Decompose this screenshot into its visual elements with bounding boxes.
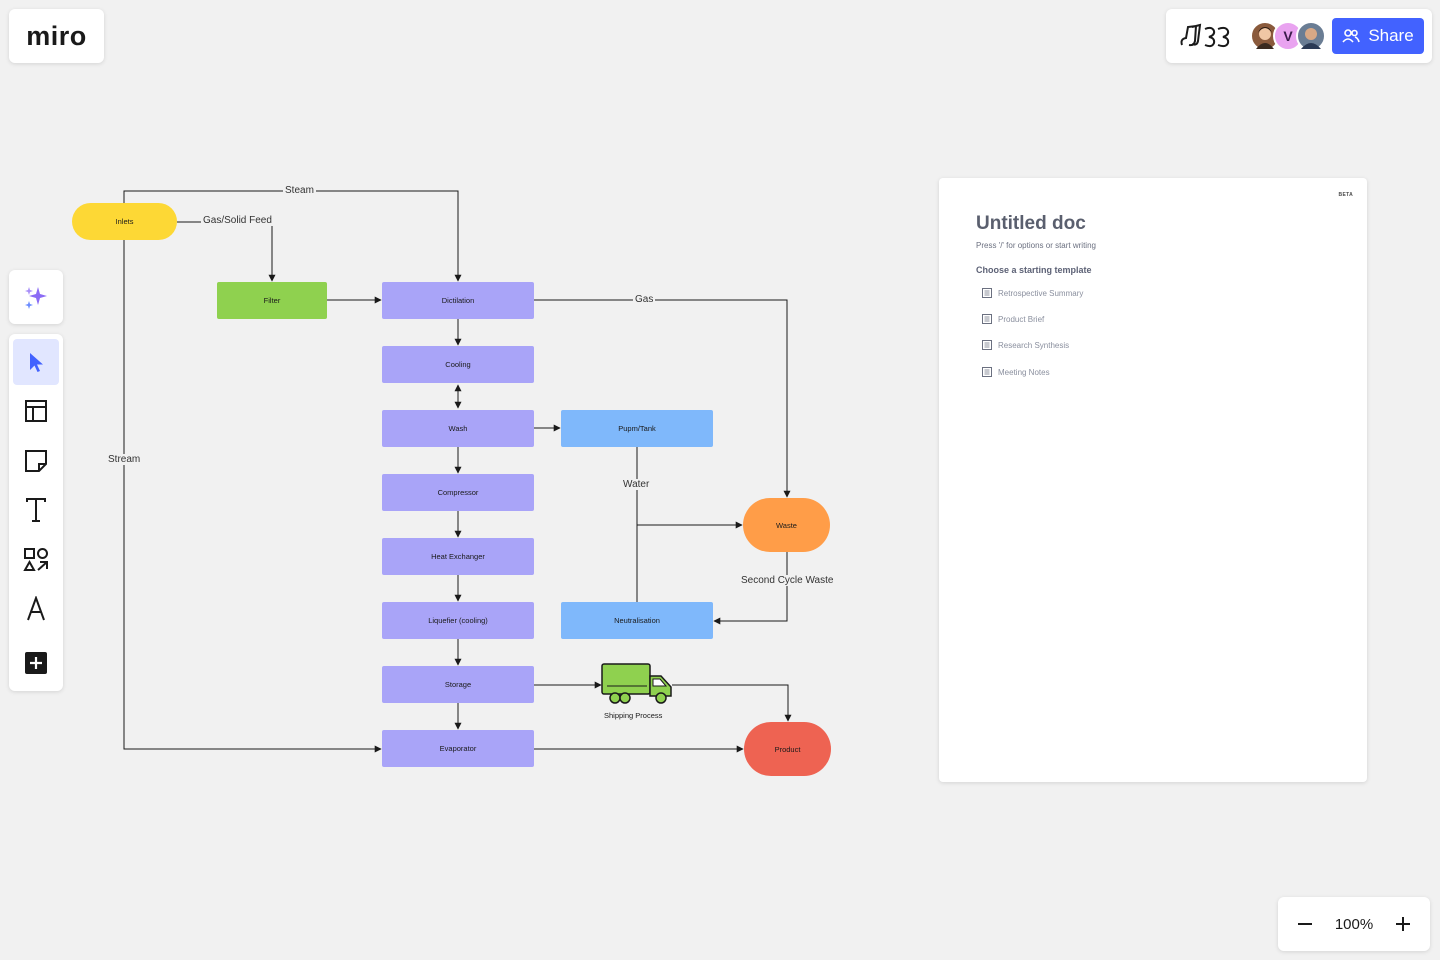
text-tool[interactable]	[13, 487, 59, 533]
shapes-tool[interactable]	[13, 537, 59, 583]
node-neutralisation[interactable]: Neutralisation	[561, 602, 713, 639]
doc-title[interactable]: Untitled doc	[976, 213, 1086, 234]
edge-label-gas-solid[interactable]: Gas/Solid Feed	[201, 215, 274, 226]
templates-tool[interactable]	[13, 388, 59, 434]
cursor-icon	[30, 353, 43, 372]
node-storage[interactable]: Storage	[382, 666, 534, 703]
zoom-controls: 100%	[1278, 897, 1430, 951]
template-item[interactable]: Retrospective Summary	[982, 286, 1083, 300]
node-liquefier[interactable]: Liquefier (cooling)	[382, 602, 534, 639]
avatar[interactable]	[1296, 21, 1326, 51]
pen-tool[interactable]	[13, 586, 59, 632]
edge-second-cycle	[713, 552, 788, 625]
template-item[interactable]: Meeting Notes	[982, 365, 1050, 379]
zoom-level[interactable]: 100%	[1334, 915, 1374, 933]
template-label: Retrospective Summary	[998, 288, 1084, 298]
edge-label-steam[interactable]: Steam	[283, 185, 316, 196]
truck-icon[interactable]	[601, 662, 673, 706]
edge-label-gas[interactable]: Gas	[633, 294, 656, 305]
edge-label-water[interactable]: Water	[621, 479, 652, 490]
node-pump-tank[interactable]: Pupm/Tank	[561, 410, 713, 447]
sticky-note-icon	[25, 450, 47, 472]
node-wash[interactable]: Wash	[382, 410, 534, 447]
user-photo-icon	[1256, 27, 1274, 49]
shipping-label: Shipping Process	[604, 711, 663, 720]
select-tool[interactable]	[13, 339, 59, 385]
node-waste[interactable]: Waste	[743, 498, 830, 552]
template-label: Product Brief	[998, 314, 1045, 324]
sticky-note-tool[interactable]	[13, 438, 59, 484]
minus-icon	[1298, 923, 1312, 925]
add-icon	[25, 652, 47, 674]
edge-gas	[534, 299, 791, 498]
text-icon	[26, 498, 46, 522]
plus-icon	[1396, 917, 1410, 931]
beta-badge: BETA	[1338, 192, 1353, 198]
zoom-in-button[interactable]	[1390, 911, 1416, 937]
edge-label-stream[interactable]: Stream	[106, 454, 143, 465]
node-cooling[interactable]: Cooling	[382, 346, 534, 383]
people-icon	[1342, 29, 1361, 43]
template-item[interactable]: Product Brief	[982, 312, 1044, 326]
edge-truck-product	[672, 684, 792, 722]
share-button[interactable]: Share	[1332, 18, 1424, 54]
pen-icon	[27, 596, 45, 621]
logo-text: miro	[26, 20, 87, 51]
user-photo-icon	[1301, 28, 1321, 49]
node-compressor[interactable]: Compressor	[382, 474, 534, 511]
top-right-toolbar: V Share	[1166, 9, 1432, 63]
board-logo-icon[interactable]	[1178, 21, 1232, 51]
templates-icon	[25, 400, 47, 422]
edge-label-second-cycle[interactable]: Second Cycle Waste	[739, 575, 836, 586]
add-more-tool[interactable]	[13, 640, 59, 686]
node-filter[interactable]: Filter	[217, 282, 327, 319]
doc-hint: Press '/' for options or start writing	[976, 241, 1096, 250]
doc-widget[interactable]: BETA Untitled doc Press '/' for options …	[939, 178, 1367, 782]
document-icon	[982, 340, 992, 350]
edge-gas-solid	[177, 221, 276, 282]
node-product[interactable]: Product	[744, 722, 831, 776]
document-icon	[982, 314, 992, 324]
ai-assist-button[interactable]	[9, 270, 63, 324]
template-label: Research Synthesis	[998, 340, 1070, 350]
left-toolbar	[9, 334, 63, 691]
ai-sparkle-icon	[25, 287, 47, 309]
document-icon	[982, 367, 992, 377]
share-label: Share	[1368, 26, 1414, 45]
shapes-icon	[23, 548, 48, 571]
zoom-out-button[interactable]	[1292, 911, 1318, 937]
template-item[interactable]: Research Synthesis	[982, 338, 1069, 352]
avatar-initial: V	[1283, 28, 1293, 44]
node-inlets[interactable]: Inlets	[72, 203, 177, 240]
templates-heading: Choose a starting template	[976, 265, 1092, 275]
miro-logo[interactable]: miro	[9, 9, 104, 63]
edge-steam	[123, 190, 462, 282]
document-icon	[982, 288, 992, 298]
node-heat-exchanger[interactable]: Heat Exchanger	[382, 538, 534, 575]
template-label: Meeting Notes	[998, 367, 1050, 377]
edge-water	[636, 447, 743, 529]
node-distillation[interactable]: Dictilation	[382, 282, 534, 319]
node-evaporator[interactable]: Evaporator	[382, 730, 534, 767]
